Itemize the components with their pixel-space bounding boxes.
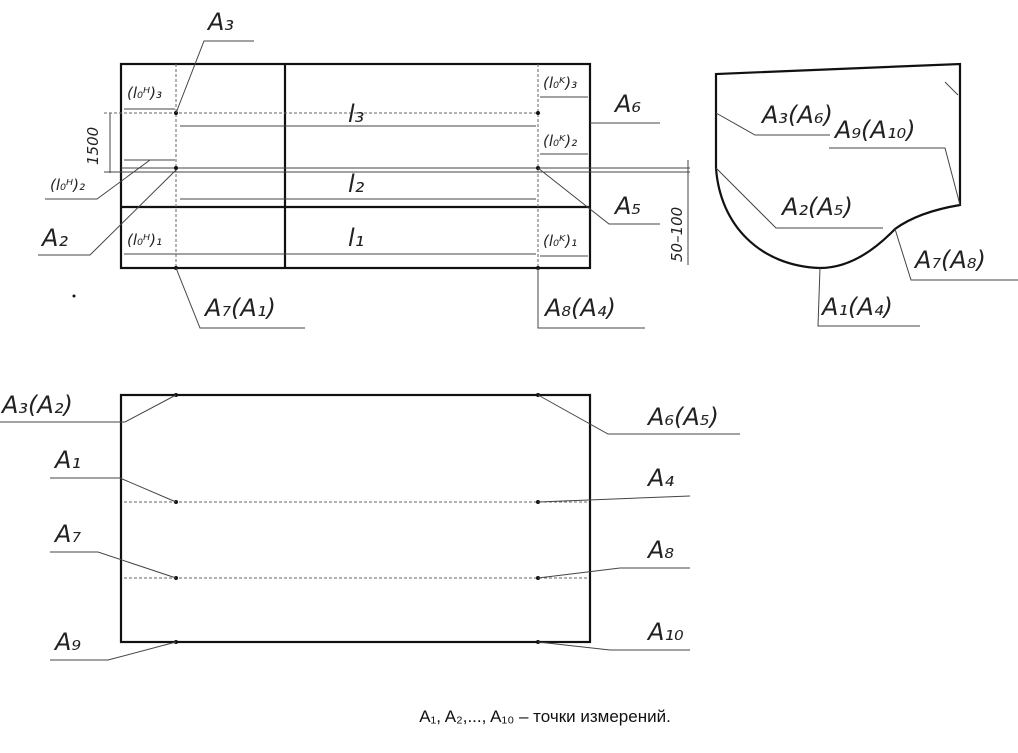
label-a5: A₅ [613, 192, 641, 220]
label-l2: l₂ [348, 170, 365, 198]
dim-1500: 1500 [84, 127, 102, 165]
label-a7-a8: A₇(A₈) [913, 246, 986, 274]
label-a8-a4: A₈(A₄) [543, 294, 616, 322]
label-l3: l₃ [348, 100, 364, 128]
label-a9-a10: A₉(A₁₀) [833, 116, 915, 144]
label-l0k2: (l₀ᴷ)₂ [543, 132, 577, 150]
label-a10: A₁₀ [646, 618, 684, 646]
label-a3: A₃ [206, 8, 234, 36]
label-l0h3: (l₀ᴴ)₃ [127, 84, 162, 102]
label-a3-a2: A₃(A₂) [0, 391, 73, 419]
label-a7-a1: A₇(A₁) [203, 294, 276, 322]
dim-50-100: 50–100 [668, 207, 686, 262]
plan-view: A₃(A₂) A₁ A₇ A₉ A₆(A₅) A₄ A₈ A₁₀ [0, 391, 740, 661]
label-a4: A₄ [646, 464, 674, 492]
label-l0h2: (l₀ᴴ)₂ [50, 176, 85, 194]
label-a9: A₉ [53, 628, 81, 656]
label-l1: l₁ [348, 224, 364, 252]
label-a8: A₈ [646, 536, 674, 564]
label-l0k1: (l₀ᴷ)₁ [543, 232, 577, 250]
plan-outline [119, 393, 592, 644]
label-a3-a6: A₃(A₆) [760, 101, 833, 129]
label-a1-a4: A₁(A₄) [820, 293, 893, 321]
label-a6-a5: A₆(A₅) [646, 403, 719, 431]
label-a2: A₂ [40, 224, 68, 252]
section-view: A₃(A₆) A₉(A₁₀) A₂(A₅) A₇(A₈) A₁(A₄) [714, 62, 1018, 327]
label-l0h1: (l₀ᴴ)₁ [127, 231, 162, 249]
label-a6: A₆ [613, 90, 641, 118]
label-a2-a5: A₂(A₅) [780, 193, 853, 221]
section-outline [714, 62, 962, 270]
top-outline [119, 62, 592, 270]
label-a7: A₇ [53, 520, 81, 548]
label-l0k3: (l₀ᴷ)₃ [543, 74, 577, 92]
caption: A₁, A₂,..., A₁₀ – точки измерений. [419, 707, 671, 726]
label-a1: A₁ [53, 446, 81, 474]
top-view: 1500 50–100 A₃ A₂ A₆ A₅ A₇(A₁) A₈(A₄) l₃… [38, 8, 690, 329]
